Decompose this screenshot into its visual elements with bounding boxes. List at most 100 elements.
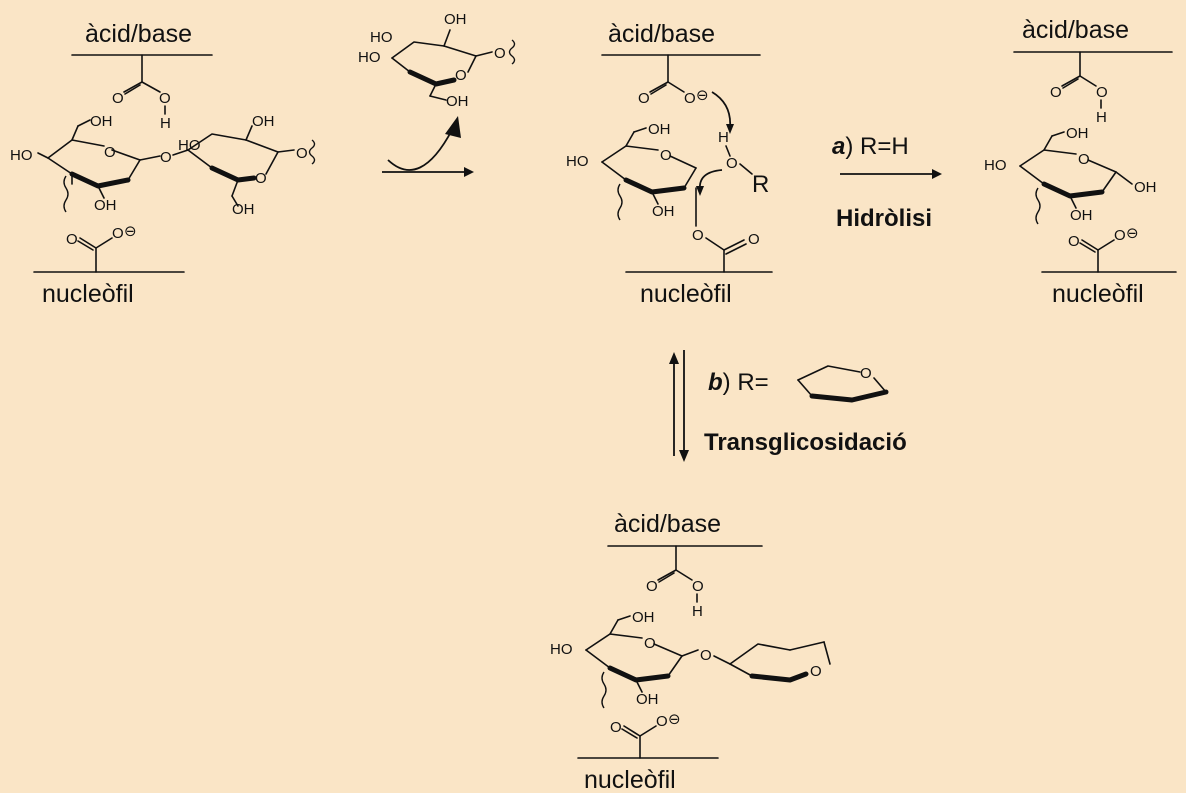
polymer-chain-wavy	[1035, 187, 1041, 225]
bond	[650, 84, 667, 95]
carboxylate-o: O	[610, 719, 622, 736]
r-group: R	[752, 171, 769, 198]
glycosidic-o: O	[700, 647, 712, 664]
oh-label: OH	[444, 11, 467, 28]
arrowhead	[696, 186, 704, 196]
carboxylate-o: O	[1114, 227, 1126, 244]
oh-label: OH	[252, 113, 275, 130]
nucleophile-label: nucleòfil	[1052, 280, 1144, 308]
bond	[639, 725, 657, 737]
oh-label: OH	[446, 93, 469, 110]
ring-bond	[1087, 159, 1117, 173]
polymer-chain-wavy	[63, 175, 69, 213]
bond	[667, 81, 685, 93]
ring-bond	[729, 643, 791, 665]
ho-label: HO	[566, 153, 589, 170]
bond	[1097, 239, 1115, 251]
arrowhead	[669, 352, 679, 364]
bond	[231, 179, 239, 197]
polymer-chain-wavy	[601, 671, 607, 709]
arrowhead	[679, 450, 689, 462]
ho-label: HO	[178, 137, 201, 154]
negative-charge: ⊖	[124, 223, 137, 240]
bond	[1061, 75, 1081, 87]
bond	[725, 145, 731, 157]
electron-push-arrow	[711, 91, 732, 129]
acid-proton-h: H	[692, 603, 703, 620]
bond	[141, 81, 161, 93]
ring-bond	[467, 55, 477, 73]
ring-front-bond	[623, 177, 687, 195]
bond	[1051, 131, 1065, 137]
bond	[172, 149, 189, 156]
ring-bond	[823, 641, 831, 665]
path-a-label: a) R=H	[832, 133, 909, 160]
ring-bond	[667, 655, 683, 677]
ring-bond	[391, 57, 411, 73]
polymer-chain-wavy	[508, 39, 516, 65]
acid-proton-h: H	[160, 115, 171, 132]
bond	[139, 155, 161, 161]
bond	[1079, 242, 1096, 253]
oh-label: OH	[636, 691, 659, 708]
bond	[657, 569, 677, 581]
oh-label: OH	[232, 201, 255, 218]
oh-label: OH	[632, 609, 655, 626]
bond	[1062, 78, 1079, 89]
bond	[277, 149, 295, 153]
carboxylate-o: O	[1068, 233, 1080, 250]
bond	[95, 237, 113, 249]
curved-release-arrow	[387, 129, 453, 171]
bond	[651, 191, 659, 205]
ho-label: HO	[550, 641, 573, 658]
ring-o: O	[104, 144, 116, 161]
bond	[77, 240, 94, 251]
ring-o: O	[860, 365, 872, 382]
hydroxyl-o: O	[1096, 84, 1108, 101]
bond	[1079, 75, 1097, 87]
nucleophile-label: nucleòfil	[584, 766, 676, 793]
ring-front-bond	[607, 665, 671, 683]
ring-bond	[797, 365, 861, 381]
arrowhead	[464, 167, 474, 177]
bond	[633, 127, 647, 133]
bond	[649, 81, 669, 93]
carboxylate-o: O	[684, 90, 696, 107]
path-b: b) R= O Transglicosidació	[669, 350, 907, 462]
bond	[443, 29, 451, 47]
bond	[609, 619, 619, 635]
acid-base-label: àcid/base	[614, 510, 721, 538]
carboxylate-o: O	[112, 225, 124, 242]
polymer-chain-wavy	[308, 139, 316, 165]
carboxylate-o: O	[66, 231, 78, 248]
ester-o: O	[692, 227, 704, 244]
oh-label: OH	[648, 121, 671, 138]
bond	[123, 81, 143, 93]
ring-bond	[127, 159, 141, 181]
arrowhead	[445, 116, 461, 138]
acid-base-label: àcid/base	[85, 20, 192, 48]
bond	[625, 131, 635, 147]
bond	[429, 83, 437, 97]
ring-bond	[729, 663, 753, 677]
ring-bond	[1019, 165, 1045, 185]
bond	[621, 728, 638, 739]
negative-charge: ⊖	[668, 711, 681, 728]
ring-o: O	[455, 67, 467, 84]
ring-front-bond	[209, 165, 257, 183]
ring-bond	[47, 157, 73, 175]
panel-hydrolysis-product: àcid/base O O H O HO OH OH OH O O ⊖ nucl…	[984, 16, 1177, 308]
water-o: O	[726, 155, 738, 172]
ring-bond	[47, 139, 105, 159]
bond	[675, 569, 693, 581]
ring-bond	[187, 149, 213, 169]
bond	[97, 185, 105, 199]
ring-bond	[653, 643, 683, 657]
panel-transglycosylation-product: àcid/base O O H O HO OH OH O O	[550, 510, 831, 793]
acid-base-label: àcid/base	[1022, 16, 1129, 44]
bond	[617, 615, 631, 621]
ring-o: O	[644, 635, 656, 652]
ring-o: O	[255, 170, 267, 187]
negative-charge: ⊖	[696, 87, 709, 104]
ring-front-bond	[407, 69, 457, 87]
